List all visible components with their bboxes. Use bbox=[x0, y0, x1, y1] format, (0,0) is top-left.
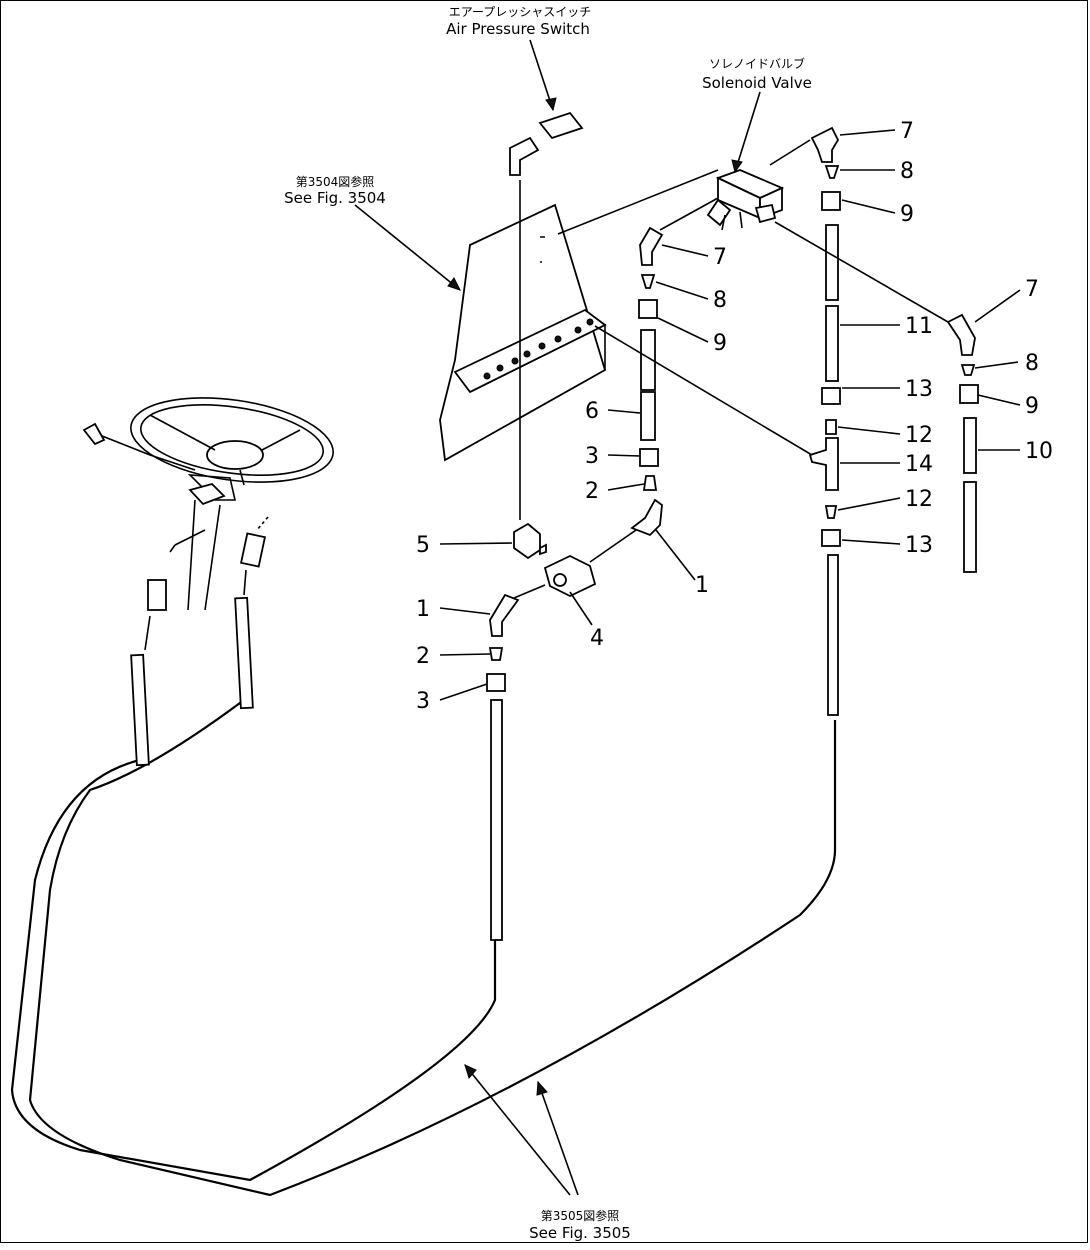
callout-12-upper: 12 bbox=[905, 423, 933, 448]
callout-2-upper: 2 bbox=[585, 479, 599, 504]
long-hose-loops bbox=[10, 600, 837, 1197]
callout-leaders bbox=[439, 129, 1021, 701]
callout-8-far-right: 8 bbox=[1025, 351, 1039, 376]
air-pressure-switch bbox=[509, 111, 584, 520]
callout-8-upper-right: 8 bbox=[900, 159, 914, 184]
fig3504-caption-jp: 第3504図参照 bbox=[296, 174, 375, 189]
callout-7-upper-right: 7 bbox=[900, 119, 914, 144]
callout-7-far-right: 7 bbox=[1025, 277, 1039, 302]
air-switch-caption-en: Air Pressure Switch bbox=[446, 20, 590, 38]
callout-numbers: 7 8 9 7 8 9 7 8 9 11 13 12 14 12 13 10 6… bbox=[416, 119, 1053, 714]
fig3504-caption-en: See Fig. 3504 bbox=[284, 189, 386, 207]
callout-3-upper: 3 bbox=[585, 444, 599, 469]
callout-3-lower: 3 bbox=[416, 689, 430, 714]
steering-wheel bbox=[82, 397, 334, 611]
solenoid-valve bbox=[557, 169, 785, 235]
fig3505-caption-jp: 第3505図参照 bbox=[541, 1208, 620, 1223]
callout-13-upper: 13 bbox=[905, 377, 933, 402]
fig3505-caption-en: See Fig. 3505 bbox=[529, 1224, 631, 1242]
callout-8-center: 8 bbox=[713, 288, 727, 313]
callout-12-lower: 12 bbox=[905, 487, 933, 512]
solenoid-caption-en: Solenoid Valve bbox=[702, 74, 812, 92]
callout-13-lower: 13 bbox=[905, 533, 933, 558]
callout-7-center: 7 bbox=[713, 245, 727, 270]
center-column-parts bbox=[638, 197, 719, 491]
steering-hose-fittings bbox=[130, 516, 269, 767]
callout-1-right: 1 bbox=[695, 573, 709, 598]
solenoid-caption-jp: ソレノイドバルブ bbox=[709, 56, 805, 71]
lower-center-parts bbox=[486, 498, 663, 941]
callout-9-upper-right: 9 bbox=[900, 202, 914, 227]
callout-14: 14 bbox=[905, 452, 933, 477]
callout-5: 5 bbox=[416, 533, 430, 558]
callout-1-left: 1 bbox=[416, 597, 430, 622]
callout-2-lower: 2 bbox=[416, 644, 430, 669]
callout-6: 6 bbox=[585, 399, 599, 424]
callout-10: 10 bbox=[1025, 439, 1053, 464]
mounting-bracket bbox=[439, 203, 607, 462]
caption-leaders bbox=[354, 39, 761, 1196]
air-switch-caption-jp: エアープレッシャスイッチ bbox=[449, 5, 592, 19]
callout-9-center: 9 bbox=[713, 331, 727, 356]
right-column-parts bbox=[594, 126, 841, 716]
callout-11: 11 bbox=[905, 314, 933, 339]
far-right-parts bbox=[774, 221, 979, 573]
callout-4: 4 bbox=[590, 626, 604, 651]
callout-9-far-right: 9 bbox=[1025, 394, 1039, 419]
